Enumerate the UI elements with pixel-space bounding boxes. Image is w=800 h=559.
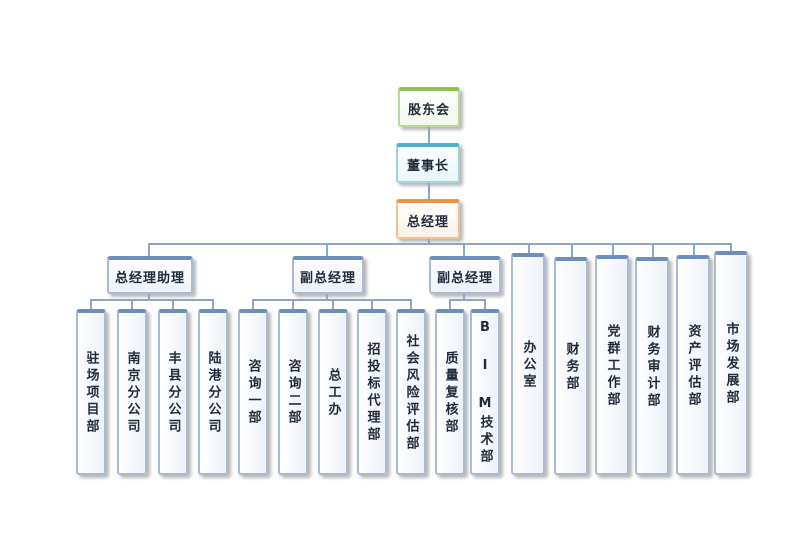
department-label: 办公室 <box>520 339 536 391</box>
department-box: 丰县分公司 <box>158 309 188 475</box>
connector-line <box>212 299 214 309</box>
department-label: 财务部 <box>563 341 579 393</box>
connector-line <box>693 243 695 255</box>
connector-line <box>172 299 174 309</box>
department-box: 陆港分公司 <box>198 309 228 475</box>
department-label: 总工办 <box>325 367 341 419</box>
department-box: 质量复核部 <box>435 309 465 475</box>
connector-line <box>571 243 573 257</box>
shareholders-label: 股东会 <box>407 102 450 118</box>
department-box: 办公室 <box>511 253 545 475</box>
connector-line <box>326 243 328 256</box>
department-label: 财务审计部 <box>644 324 660 410</box>
connector-line <box>484 299 486 309</box>
board-chair-box: 董事长 <box>396 143 460 183</box>
department-box: 驻场项目部 <box>76 309 106 475</box>
department-box: 党群工作部 <box>595 255 629 475</box>
department-box: 咨询一部 <box>238 309 268 475</box>
department-label: 陆港分公司 <box>205 350 221 436</box>
connector-line <box>332 299 334 309</box>
connector-line <box>428 239 430 244</box>
connector-line <box>449 299 451 309</box>
department-box: 招投标代理部 <box>357 309 387 475</box>
group-header-label: 副总经理 <box>299 270 356 286</box>
department-label: 丰县分公司 <box>165 350 181 436</box>
group-header-label: 总经理助理 <box>114 270 185 286</box>
connector-line <box>148 243 730 245</box>
department-label: 驻场项目部 <box>83 350 99 436</box>
connector-line <box>612 243 614 255</box>
group-header-box: 总经理助理 <box>107 256 193 294</box>
general-manager-label: 总经理 <box>406 214 449 230</box>
department-label: 质量复核部 <box>442 350 458 436</box>
connector-line <box>463 294 465 300</box>
general-manager-box: 总经理 <box>396 199 460 239</box>
board-chair-label: 董事长 <box>406 158 449 174</box>
group-header-box: 副总经理 <box>292 256 364 294</box>
department-label: 招投标代理部 <box>364 342 380 444</box>
connector-line <box>90 299 92 309</box>
connector-line <box>463 243 465 256</box>
department-box: B I M技术部 <box>470 309 500 475</box>
connector-line <box>90 299 214 301</box>
connector-line <box>528 243 530 253</box>
department-label: 咨询一部 <box>245 359 261 427</box>
department-box: 咨询二部 <box>278 309 308 475</box>
department-box: 社会风险评估部 <box>396 309 426 475</box>
department-label: 咨询二部 <box>285 359 301 427</box>
connector-line <box>730 243 732 251</box>
department-box: 财务审计部 <box>635 257 669 475</box>
department-label: 社会风险评估部 <box>403 333 419 453</box>
department-box: 市场发展部 <box>714 251 748 475</box>
connector-line <box>252 299 254 309</box>
connector-line <box>148 294 150 300</box>
connector-line <box>428 183 430 199</box>
connector-line <box>148 243 150 256</box>
connector-line <box>131 299 133 309</box>
department-box: 南京分公司 <box>117 309 147 475</box>
connector-line <box>428 127 430 143</box>
group-header-box: 副总经理 <box>429 256 501 294</box>
department-label: 党群工作部 <box>604 323 620 409</box>
department-label: 资产评估部 <box>685 323 701 409</box>
connector-line <box>449 299 485 301</box>
department-box: 财务部 <box>554 257 588 475</box>
connector-line <box>292 299 294 309</box>
department-label: 市场发展部 <box>723 321 739 407</box>
department-label: B I M技术部 <box>477 320 493 466</box>
group-header-label: 副总经理 <box>436 270 493 286</box>
shareholders-box: 股东会 <box>398 87 460 127</box>
department-box: 资产评估部 <box>676 255 710 475</box>
department-label: 南京分公司 <box>124 350 140 436</box>
department-box: 总工办 <box>318 309 348 475</box>
connector-line <box>410 299 412 309</box>
connector-line <box>652 243 654 257</box>
connector-line <box>371 299 373 309</box>
connector-line <box>326 294 328 300</box>
